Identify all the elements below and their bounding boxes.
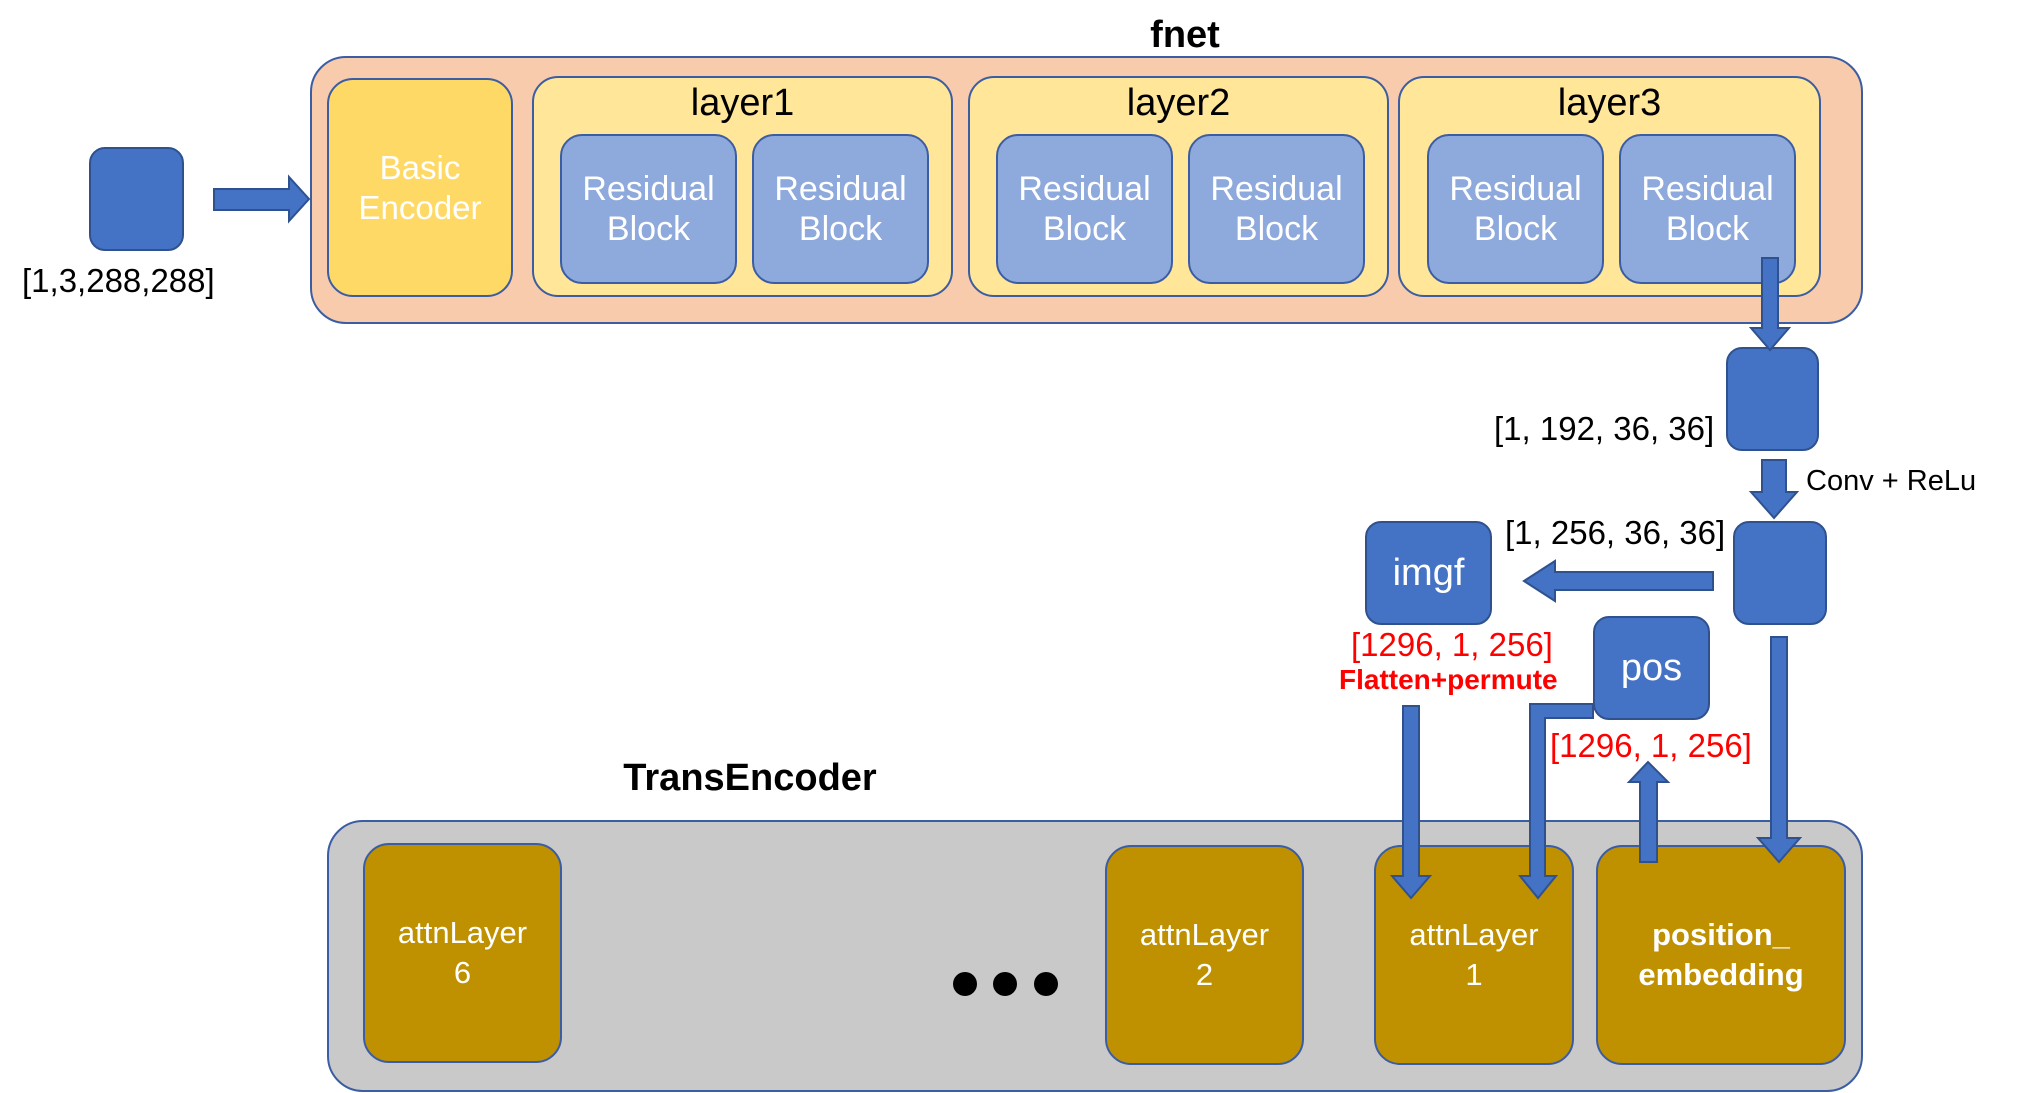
basic-encoder-label: Basic Encoder — [358, 148, 482, 226]
layer3-label: layer3 — [1557, 82, 1662, 124]
arrow-layer3-to-output — [1748, 257, 1792, 352]
arrow-pos-to-attn1 — [1517, 703, 1594, 900]
fnet-output-dim-label: [1, 192, 36, 36] — [1494, 410, 1715, 447]
basic-encoder-block: Basic Encoder — [327, 78, 513, 297]
transencoder-title: TransEncoder — [623, 757, 877, 799]
fnet-title: fnet — [1150, 14, 1220, 56]
residual-block: Residual Block — [1188, 134, 1365, 284]
imgf-dim-label: [1296, 1, 256] — [1351, 626, 1553, 663]
flatten-permute-label: Flatten+permute — [1339, 664, 1558, 695]
layer2-label: layer2 — [1126, 82, 1231, 124]
arrow-to-position-embedding — [1755, 636, 1803, 864]
input-dim-label: [1,3,288,288] — [22, 262, 215, 299]
attn-layer-6: attnLayer 6 — [363, 843, 562, 1063]
layer1-label: layer1 — [690, 82, 795, 124]
position-embedding-block: position_ embedding — [1596, 845, 1846, 1065]
ellipsis-dot — [1034, 972, 1058, 996]
pos-tensor: pos — [1593, 616, 1710, 720]
conv-relu-label: Conv + ReLu — [1806, 465, 1977, 497]
arrow-to-imgf — [1522, 559, 1714, 603]
conv-output-dim-label: [1, 256, 36, 36] — [1505, 514, 1726, 551]
conv-output-tensor — [1733, 521, 1827, 625]
attn-layer-2: attnLayer 2 — [1105, 845, 1304, 1065]
pos-dim-label: [1296, 1, 256] — [1550, 727, 1752, 764]
residual-block: Residual Block — [1427, 134, 1604, 284]
input-tensor — [89, 147, 184, 251]
imgf-label: imgf — [1392, 551, 1465, 594]
ellipsis-dot — [993, 972, 1017, 996]
imgf-tensor: imgf — [1365, 521, 1492, 625]
fnet-output-tensor — [1726, 347, 1819, 451]
arrow-input-to-fnet — [213, 174, 311, 224]
residual-block: Residual Block — [996, 134, 1173, 284]
residual-block: Residual Block — [560, 134, 737, 284]
residual-block: Residual Block — [752, 134, 929, 284]
arrow-conv-relu — [1748, 459, 1800, 520]
ellipsis-dot — [953, 972, 977, 996]
pos-label: pos — [1620, 646, 1683, 689]
arrow-to-pos — [1626, 760, 1671, 863]
arrow-imgf-to-attn1 — [1389, 705, 1433, 900]
residual-block: Residual Block — [1619, 134, 1796, 284]
